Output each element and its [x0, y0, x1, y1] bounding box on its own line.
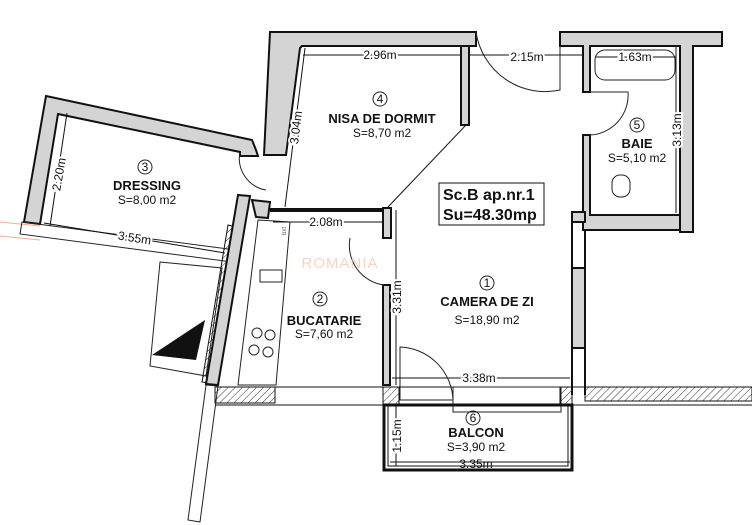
doors: [238, 31, 629, 401]
room-number-circle: [629, 117, 645, 133]
room-number: 2: [317, 292, 324, 306]
room-name: BALCON: [448, 425, 504, 440]
dim-kitchen-width: 2.08m: [309, 215, 342, 229]
room-area: S=5,10 m2: [608, 151, 667, 165]
dimension-lines: [43, 47, 677, 466]
room-dressing: 3 DRESSING S=8,00 m2: [113, 159, 181, 207]
room-name: DRESSING: [113, 178, 181, 193]
room-number-circle: [372, 91, 388, 107]
room-baie: 5 BAIE S=5,10 m2: [608, 117, 667, 165]
dim-balcon-width: 3.35m: [459, 457, 492, 471]
room-name: NISA DE DORMIT: [328, 111, 435, 126]
dim-nisa-height: 3.04m: [287, 110, 305, 145]
room-number: 4: [377, 92, 384, 106]
site-line: [0, 221, 41, 227]
dim-hall-width: 2.15m: [510, 50, 543, 64]
room-number-circle: [312, 291, 328, 307]
dim-baie-height: 3.13m: [670, 113, 684, 146]
dimension-labels: 2.96m 2.15m 1.63m 3.13m 3.04m 2.20m 3.55…: [47, 46, 686, 471]
room-number-circle: [137, 159, 153, 175]
baie-walls: [559, 31, 723, 233]
dim-living-width: 3.38m: [462, 371, 495, 385]
balcony: [382, 403, 574, 472]
room-number: 5: [634, 118, 641, 132]
room-number: 3: [142, 160, 149, 174]
room-number: 6: [470, 411, 477, 425]
living-walls: [387, 124, 586, 395]
room-name: BUCATARIE: [287, 313, 362, 328]
site-line: [0, 235, 41, 241]
room-area: S=18,90 m2: [454, 313, 519, 327]
room-name: CAMERA DE ZI: [440, 294, 533, 309]
room-number-circle: [479, 275, 495, 291]
room-camera-de-zi: 1 CAMERA DE ZI S=18,90 m2: [440, 275, 534, 327]
watermark: ROMANIA: [301, 255, 378, 272]
room-area: S=8,00 m2: [118, 193, 177, 207]
toilet: [611, 174, 631, 198]
bathtub: [594, 49, 676, 81]
apartment-label: Sc.B ap.nr.1 Su=48.30mp: [438, 182, 545, 226]
room-bucatarie: 2 BUCATARIE S=7,60 m2: [287, 291, 362, 341]
room-nisa-de-dormit: 4 NISA DE DORMIT S=8,70 m2: [328, 91, 436, 140]
dim-baie-width: 1.63m: [618, 50, 651, 64]
dim-living-height: 3.31m: [390, 280, 404, 313]
apartment-area: Su=48.30mp: [443, 207, 537, 224]
room-number-circle: [465, 410, 481, 426]
room-number: 1: [484, 276, 491, 290]
room-balcon: 6 BALCON S=3,90 m2: [447, 410, 506, 454]
dim-nisa-width: 2.96m: [363, 48, 396, 62]
room-name: BAIE: [621, 136, 652, 151]
dim-balcon-height: 1.15m: [390, 419, 404, 452]
appliance-label: bxt: [282, 227, 288, 235]
room-area: S=7,60 m2: [295, 327, 354, 341]
apartment-number: Sc.B ap.nr.1: [443, 187, 535, 204]
room-area: S=8,70 m2: [353, 126, 412, 140]
kitchen-walls: [204, 193, 392, 387]
nisa-opening-line: [387, 124, 467, 208]
room-area: S=3,90 m2: [447, 440, 506, 454]
